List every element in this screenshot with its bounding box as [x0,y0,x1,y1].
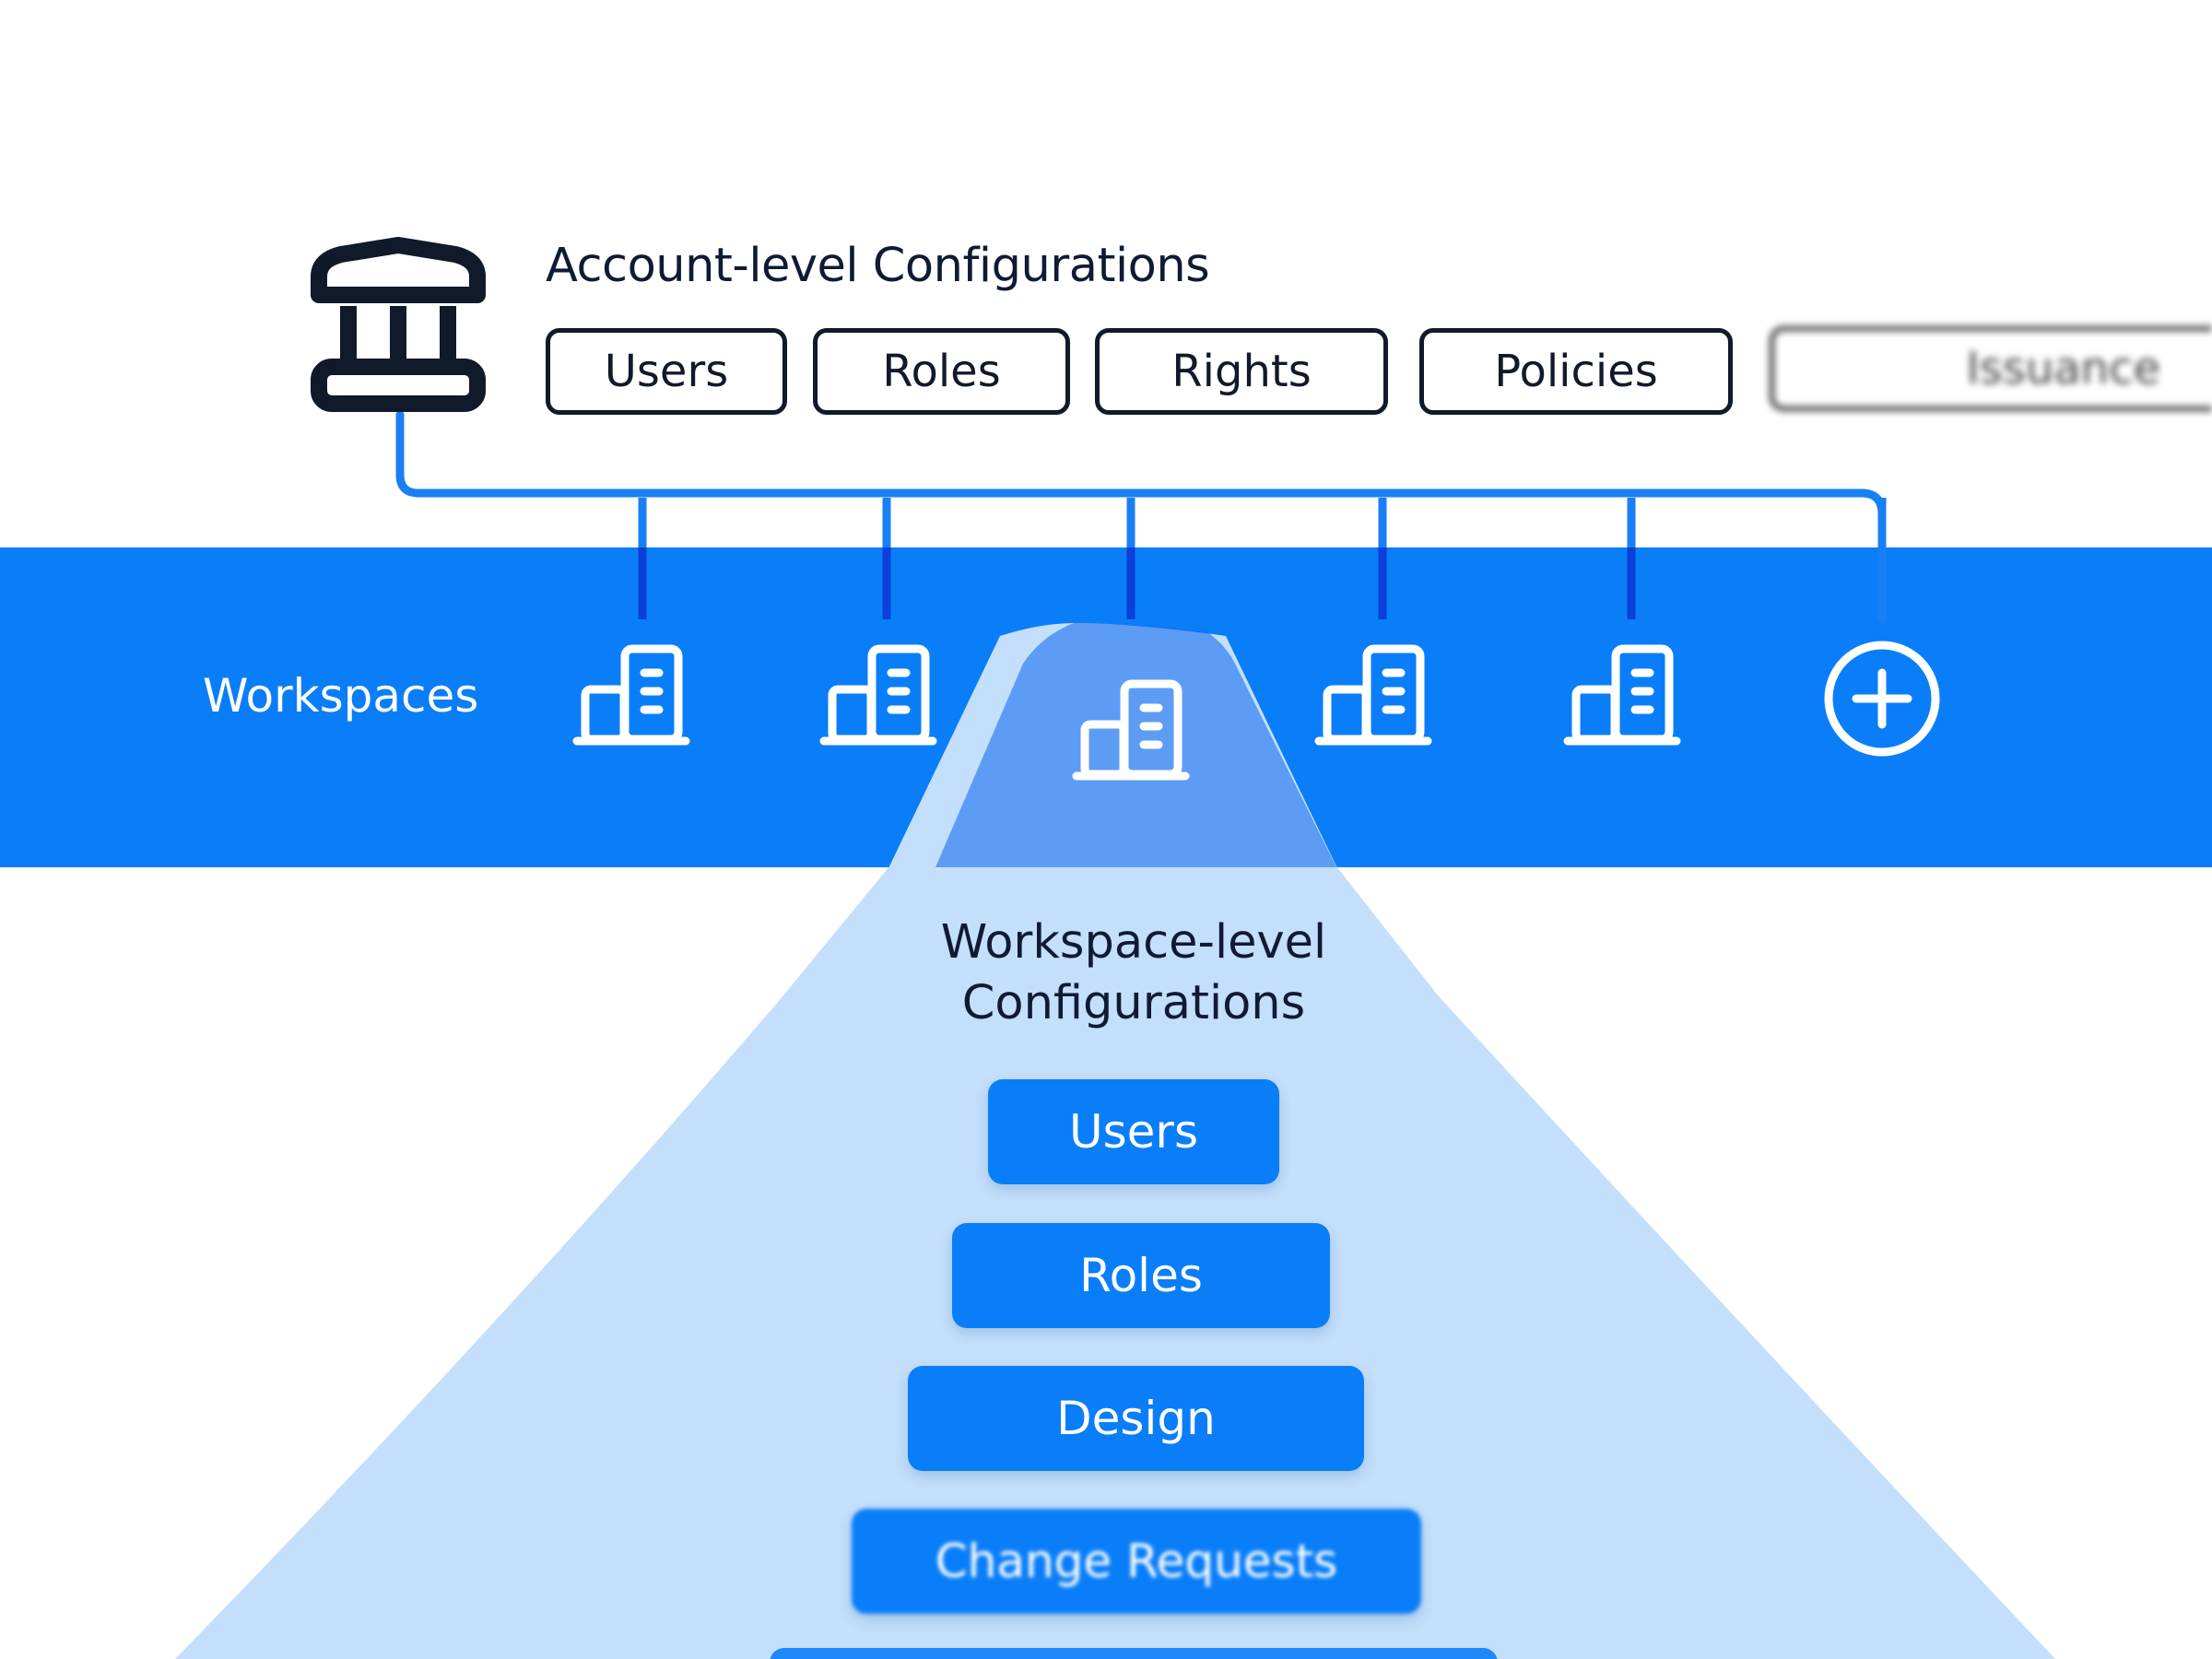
workspace-connector-drops [638,498,1636,619]
account-connector-line [395,410,1887,624]
workspace-config-title-line2: Configurations [961,976,1306,1030]
bank-icon [311,237,486,412]
workspace-5-building-icon[interactable] [1568,649,1677,741]
account-users-pill[interactable]: Users [546,328,787,415]
workspace-change-requests-button[interactable]: Change Requests [852,1509,1421,1614]
account-roles-pill[interactable]: Roles [813,328,1070,415]
workspace-design-button[interactable]: Design [908,1366,1364,1471]
workspace-roles-button[interactable]: Roles [952,1223,1330,1328]
workspace-1-building-icon[interactable] [577,649,686,741]
account-roles-label: Roles [882,346,1001,397]
account-users-label: Users [604,346,729,397]
workspace-users-label: Users [1068,1105,1198,1159]
workspaces-label: Workspaces [203,669,479,723]
workspace-2-building-icon[interactable] [824,649,933,741]
account-issuance-pill[interactable]: Issuance [1770,326,2212,411]
workspace-users-button[interactable]: Users [988,1079,1279,1184]
workspace-config-title: Workspace-level Configurations [903,912,1364,1034]
account-rights-pill[interactable]: Rights [1095,328,1388,415]
workspace-4-building-icon[interactable] [1319,649,1428,741]
account-config-title: Account-level Configurations [546,239,1210,293]
workspace-config-title-line1: Workspace-level [940,915,1327,970]
workspace-design-label: Design [1056,1392,1216,1445]
account-policies-pill[interactable]: Policies [1419,328,1733,415]
workspace-roles-label: Roles [1079,1249,1203,1302]
account-rights-label: Rights [1171,346,1312,397]
workspace-config-item-partial [770,1648,1498,1659]
selection-cone-band-overlap [935,623,1336,867]
plus-circle-icon[interactable] [1824,641,1940,757]
account-policies-label: Policies [1494,346,1658,397]
account-issuance-label: Issuance [1966,343,2160,394]
workspace-change-requests-label: Change Requests [935,1535,1338,1588]
